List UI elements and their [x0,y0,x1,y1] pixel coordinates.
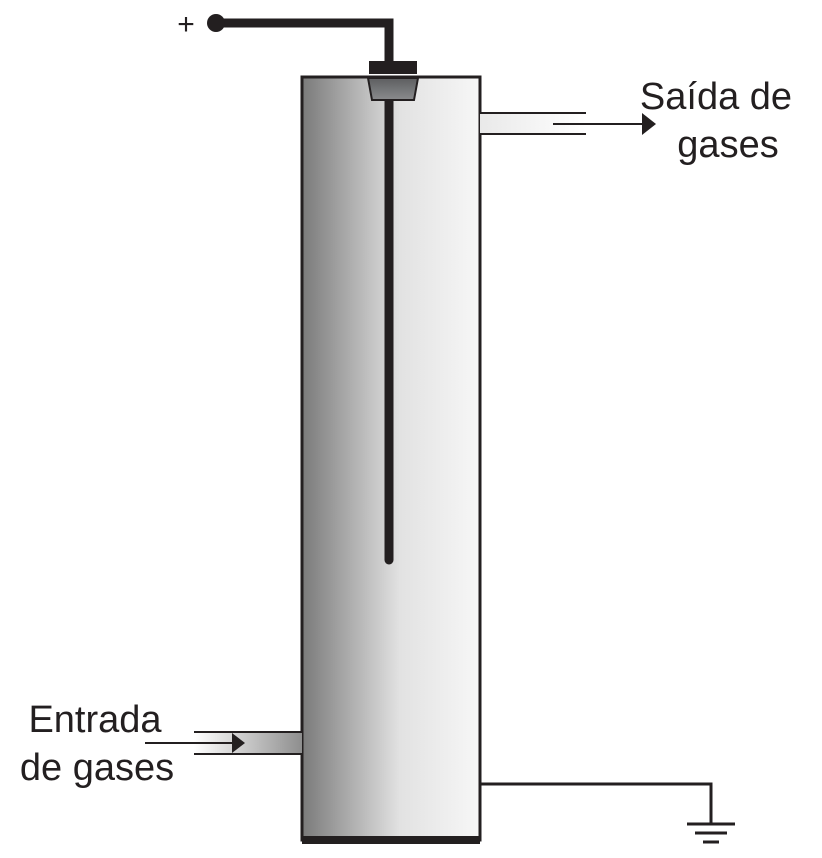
gas-inlet-pipe [145,731,302,755]
inlet-label-line1: Entrada [28,699,162,741]
positive-lead [207,14,394,65]
ground-icon [687,822,735,844]
outlet-label-line1: Saída de [640,76,792,118]
positive-sign-label: + [177,8,195,41]
outlet-arrow-head [642,113,656,135]
ground-connection [480,782,735,844]
gas-outlet-pipe [480,112,656,135]
positive-terminal-dot [207,14,225,32]
inlet-label-line2: de gases [20,747,174,789]
outlet-label-line2: gases [677,124,778,166]
insulator-stopper [366,61,420,101]
column-base [302,836,480,844]
inlet-arrow-head [232,733,245,753]
